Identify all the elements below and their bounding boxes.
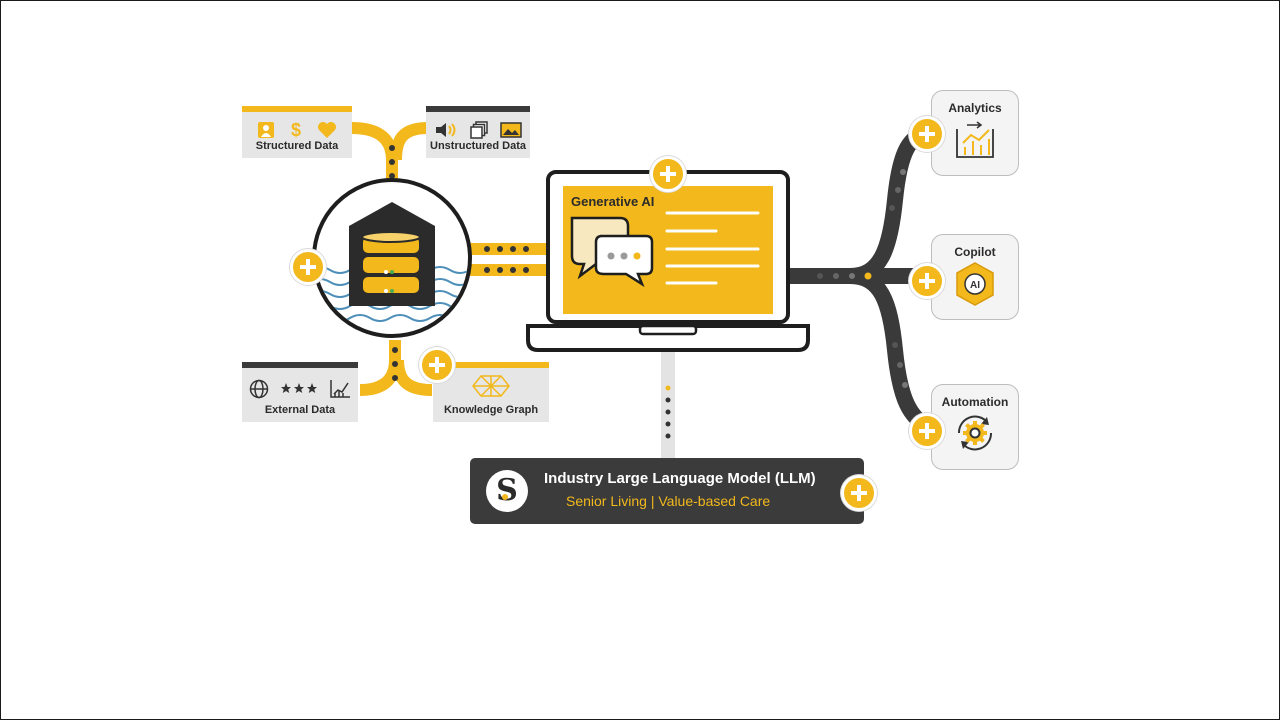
logo-dot [502,494,508,500]
automation-icon [957,415,993,451]
s-logo: S [486,470,528,512]
output-pipe-dots [817,169,908,388]
llm-subtitle: Senior Living | Value-based Care [566,493,771,509]
analytics-card[interactable]: Analytics [931,90,1019,176]
heart-icon [318,122,336,138]
plus-icon-llm[interactable] [841,475,877,511]
copilot-card[interactable]: Copilot AI [931,234,1019,320]
speaker-icon [436,123,456,137]
copilot-icon: AI [956,262,994,306]
plus-icon-generative-ai[interactable] [650,156,686,192]
document-stack-icon [470,121,488,139]
stars-icon [281,383,317,393]
automation-card[interactable]: Automation [931,384,1019,470]
copilot-label: Copilot [954,245,996,259]
llm-title: Industry Large Language Model (LLM) [544,470,816,487]
llm-panel[interactable]: S Industry Large Language Model (LLM) Se… [470,458,864,524]
automation-label: Automation [941,395,1009,409]
laptop-icon [526,170,810,352]
plus-icon-data-lake[interactable] [290,249,326,285]
data-lake-icon [312,178,472,338]
person-icon [258,122,274,138]
image-icon [500,122,522,138]
plus-icon-knowledge-graph[interactable] [419,347,455,383]
external-data-card[interactable]: External Data [242,362,358,422]
plus-icon-automation[interactable] [909,413,945,449]
structured-data-label: Structured Data [255,140,339,152]
chart-icon [330,380,350,398]
svg-text:$: $ [291,120,301,140]
pipe-dots [389,145,529,381]
knowledge-graph-label: Knowledge Graph [443,404,539,416]
plus-icon-analytics[interactable] [909,116,945,152]
copilot-badge: AI [970,280,980,291]
plus-icon-copilot[interactable] [909,263,945,299]
unstructured-data-label: Unstructured Data [430,140,526,152]
generative-ai-title: Generative AI [571,194,655,209]
external-data-label: External Data [264,404,336,416]
llm-pipe [661,350,675,458]
unstructured-data-card[interactable]: Unstructured Data [426,106,530,158]
globe-icon [249,379,269,399]
analytics-label: Analytics [948,101,1002,115]
graph-icon [472,375,510,397]
dollar-icon: $ [291,120,301,140]
structured-data-card[interactable]: $ Structured Data [242,106,352,158]
analytics-icon [956,121,994,158]
